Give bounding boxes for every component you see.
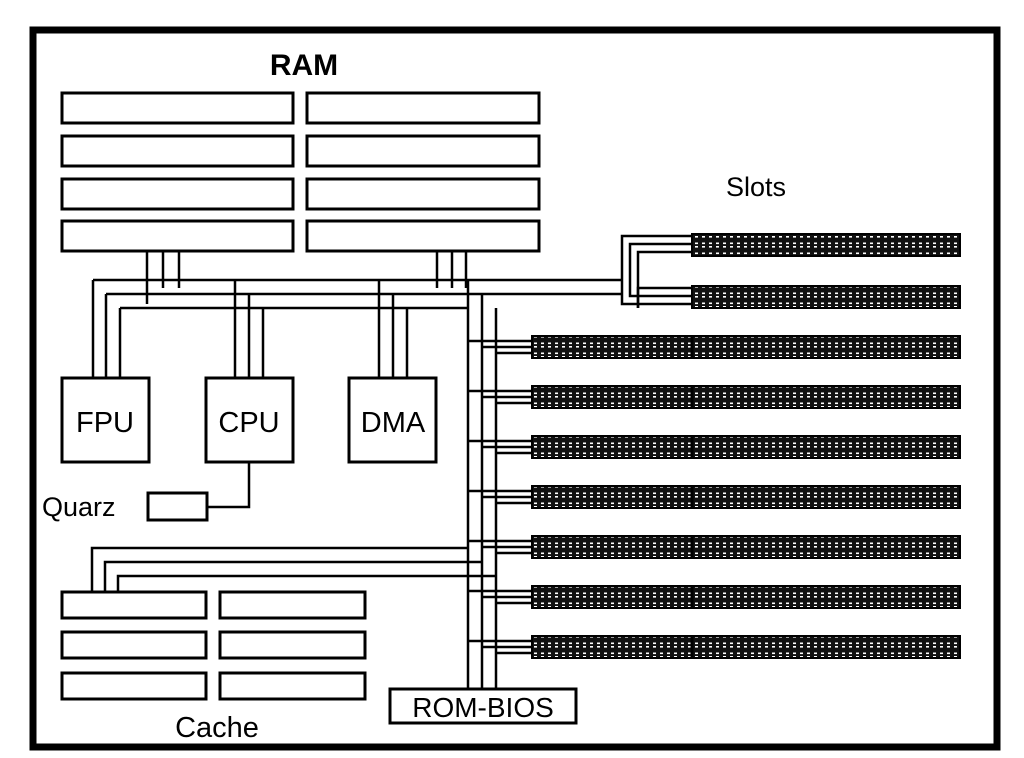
- ram-module: [305, 91, 541, 125]
- short-slot: [691, 285, 961, 309]
- cache-module: [60, 590, 208, 620]
- cache-module: [218, 590, 367, 620]
- long-slot: [531, 385, 961, 409]
- board-outline: [29, 26, 1001, 751]
- dma-label: DMA: [361, 407, 426, 439]
- long-slot: [531, 535, 961, 559]
- cache-module: [60, 630, 208, 660]
- slots-label: Slots: [726, 172, 786, 202]
- short-slots: [691, 233, 961, 309]
- rom-bios-label: ROM-BIOS: [412, 692, 554, 723]
- short-slot: [691, 233, 961, 257]
- long-slot: [531, 485, 961, 509]
- ram-module: [305, 177, 541, 211]
- ram-modules: [60, 91, 541, 253]
- dma-chip: [347, 376, 438, 464]
- fpu-label: FPU: [76, 407, 134, 439]
- long-slot: [531, 335, 961, 359]
- cache-module: [60, 671, 208, 701]
- quarz-crystal: [146, 491, 209, 522]
- cache-module: [218, 671, 367, 701]
- ram-module: [60, 219, 295, 253]
- cache-label: Cache: [175, 712, 259, 744]
- long-slot: [531, 435, 961, 459]
- long-slots: [531, 335, 961, 659]
- ram-label: RAM: [270, 49, 338, 82]
- cache-module: [218, 630, 367, 660]
- ram-module: [60, 91, 295, 125]
- cpu-label: CPU: [218, 407, 279, 439]
- bus-lines: [90, 234, 692, 690]
- rom-bios-chip: [388, 687, 578, 725]
- chips: [60, 376, 438, 522]
- cache-modules: [60, 590, 367, 701]
- ram-module: [305, 134, 541, 168]
- ram-module: [60, 177, 295, 211]
- fpu-chip: [60, 376, 151, 464]
- long-slot: [531, 585, 961, 609]
- ram-module: [60, 134, 295, 168]
- quarz-label: Quarz: [42, 492, 116, 522]
- ram-module: [305, 219, 541, 253]
- long-slot: [531, 635, 961, 659]
- cpu-chip: [204, 376, 295, 464]
